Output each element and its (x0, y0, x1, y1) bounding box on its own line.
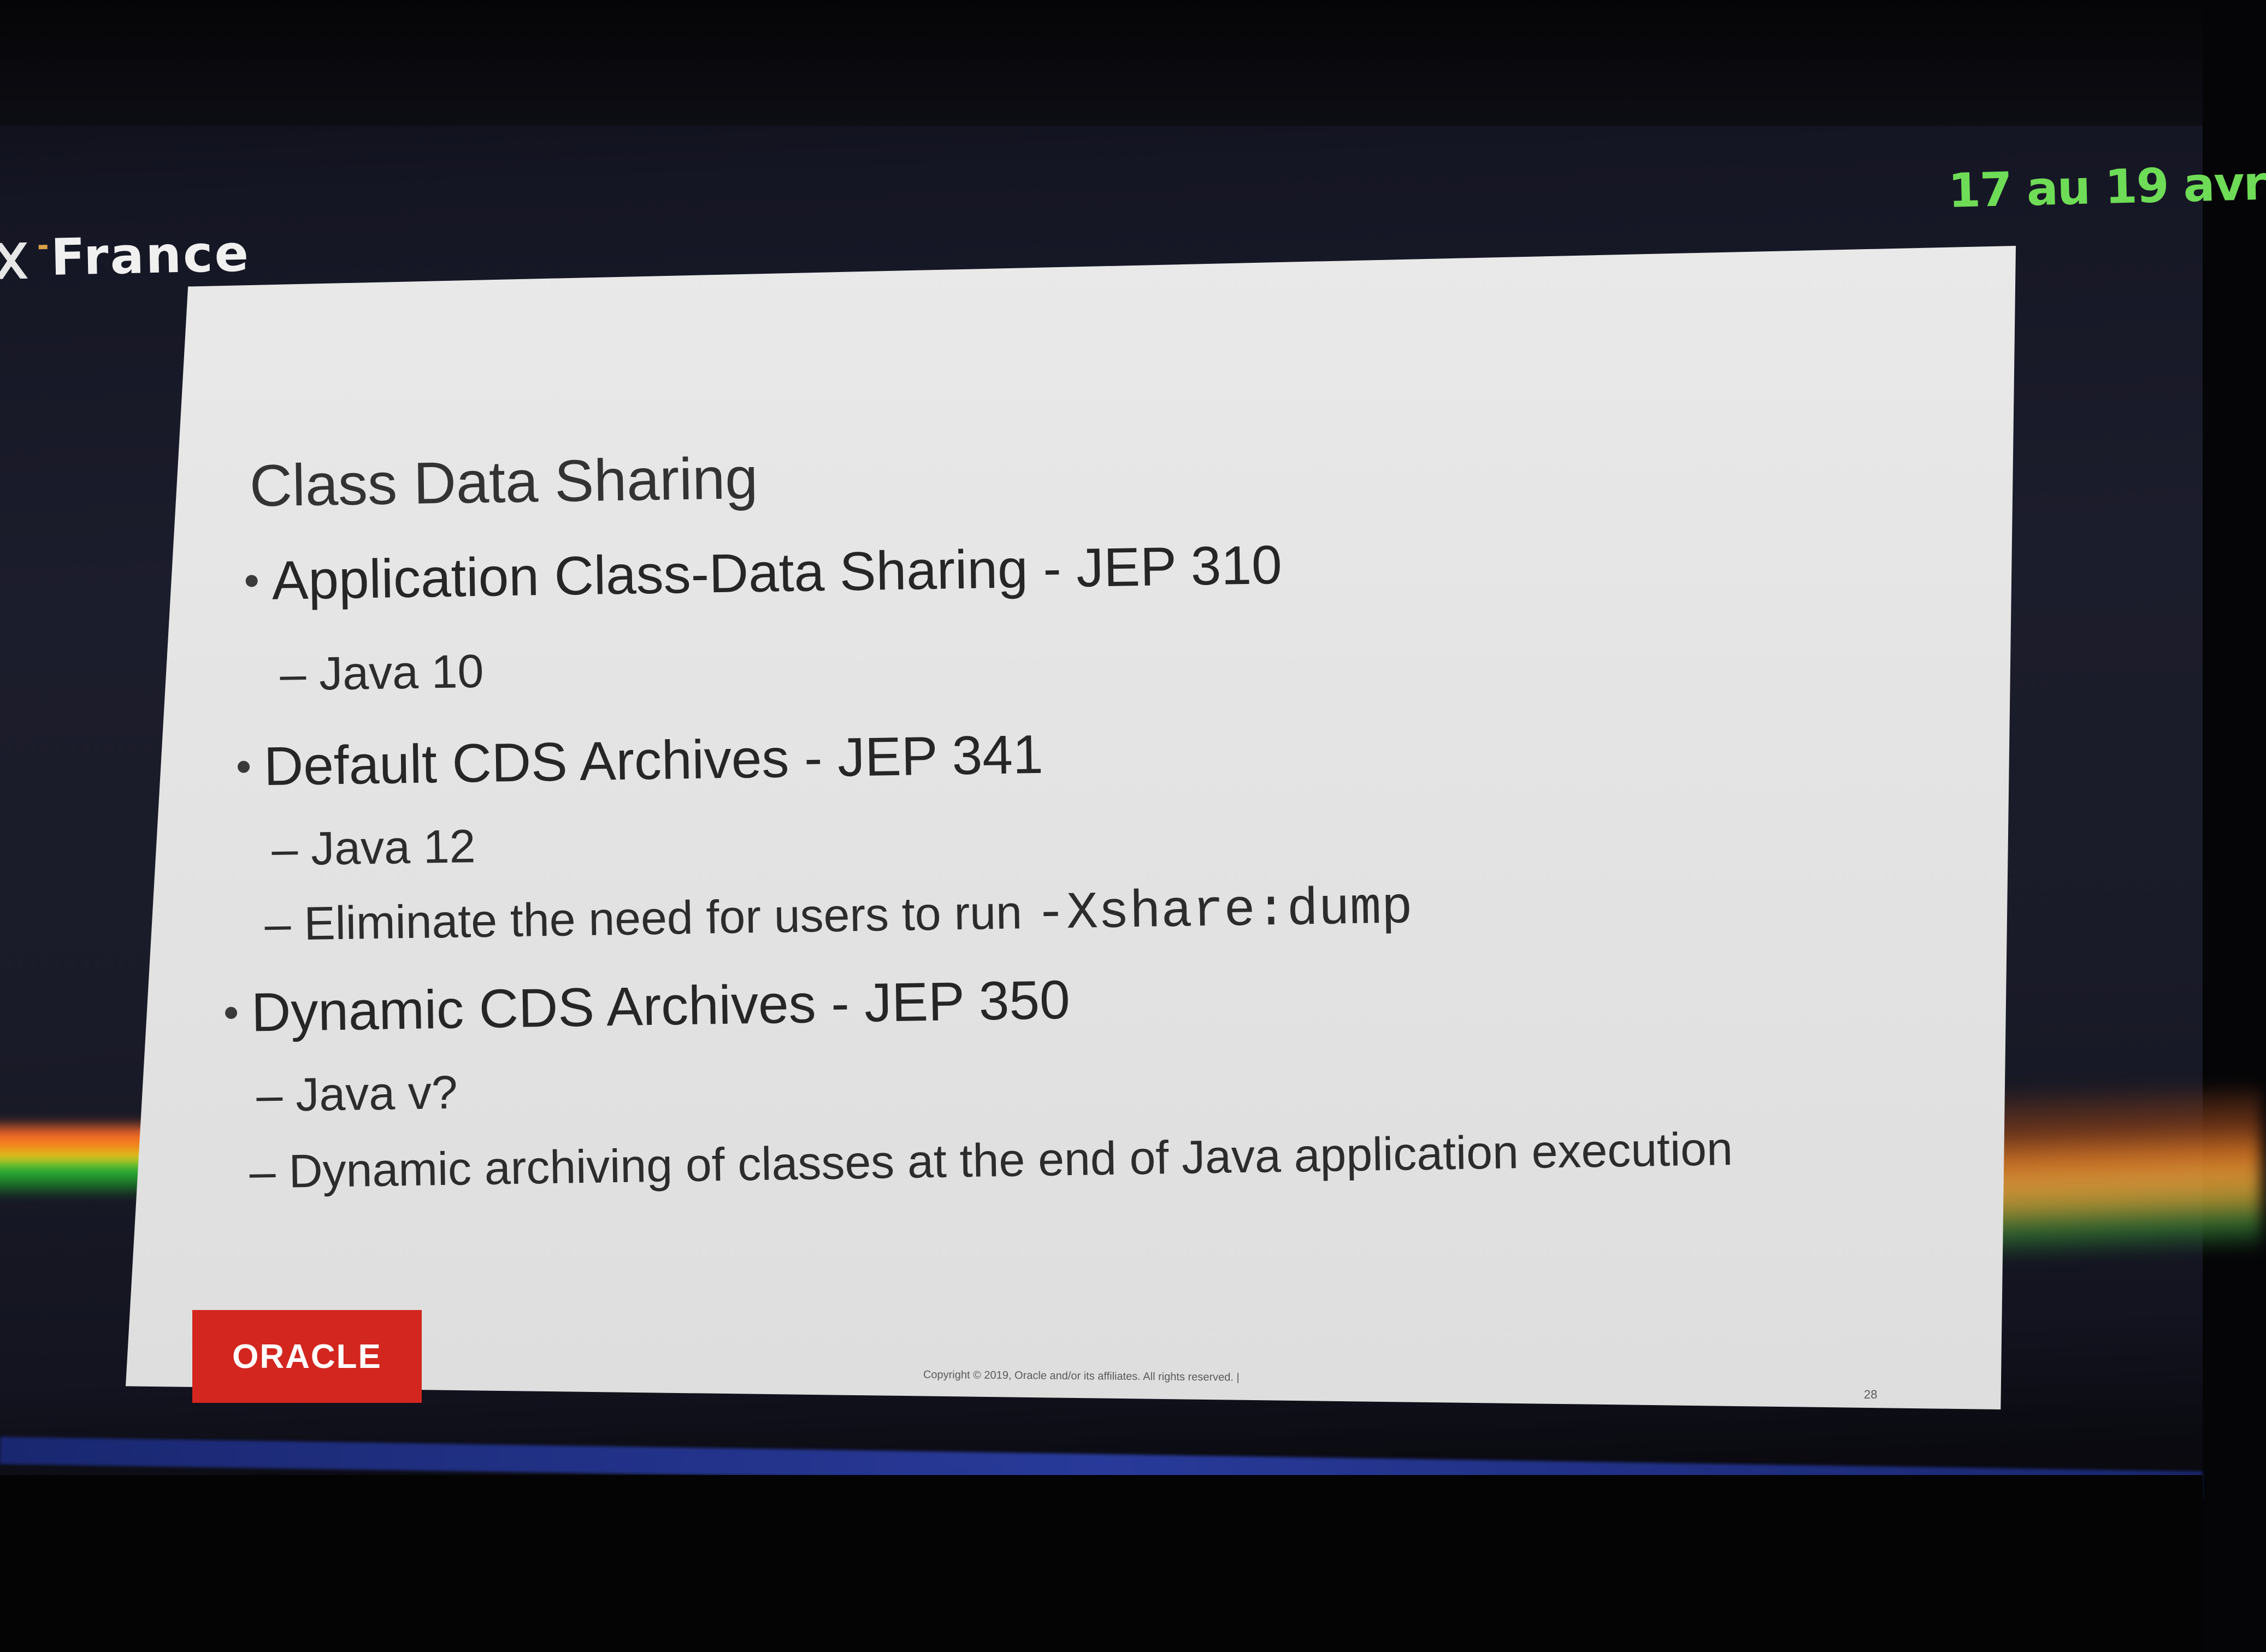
bullet-text: Application Class-Data Sharing - JEP 310 (271, 534, 1283, 611)
stage-floor (0, 1475, 2203, 1652)
ceiling-shadow (0, 0, 2203, 126)
sub-bullet-text: Java v? (295, 1066, 458, 1122)
code-snippet: -Xshare:dump (1034, 878, 1413, 944)
bullet-item: Default CDS Archives - JEP 341 (237, 723, 1043, 799)
bullet-item: Application Class-Data Sharing - JEP 310 (245, 534, 1283, 613)
slide-content: Class Data Sharing Application Class-Dat… (126, 216, 2034, 1409)
bullet-dot-icon (237, 760, 250, 773)
slide-title: Class Data Sharing (249, 444, 759, 519)
sub-bullet-item: –Eliminate the need for users to run -Xs… (264, 878, 1413, 956)
dash-icon: – (256, 1069, 284, 1122)
sub-bullet-item: –Java 10 (280, 645, 485, 702)
presentation-slide (126, 246, 2016, 1409)
sub-bullet-text: Dynamic archiving of classes at the end … (288, 1123, 1733, 1198)
oracle-logo: ORACLE (192, 1310, 422, 1403)
bullet-dot-icon (245, 574, 258, 587)
sub-bullet-item: –Dynamic archiving of classes at the end… (249, 1122, 1733, 1200)
event-logo-accent-icon (38, 244, 48, 249)
dash-icon: – (279, 647, 306, 701)
dash-icon: – (271, 823, 298, 876)
event-logo-mark-icon (0, 239, 39, 278)
sub-bullet-item: –Java v? (256, 1066, 458, 1123)
sub-bullet-item: –Java 12 (272, 819, 476, 877)
dash-icon: – (264, 898, 292, 951)
photo-scene: France 17 au 19 avr Class Data Sharing A… (0, 0, 2203, 1652)
sub-bullet-text: Java 10 (318, 645, 485, 700)
decorative-wave-right (1978, 1087, 2262, 1295)
dash-icon: – (249, 1145, 276, 1199)
event-dates: 17 au 19 avr (1948, 156, 2266, 219)
bullet-text: Default CDS Archives - JEP 341 (263, 723, 1044, 798)
oracle-logo-text: ORACLE (232, 1337, 382, 1376)
slide-page-number: 28 (1864, 1388, 1878, 1401)
bullet-dot-icon (225, 1006, 238, 1019)
bullet-text: Dynamic CDS Archives - JEP 350 (251, 969, 1071, 1043)
sub-bullet-text: Java 12 (310, 820, 476, 875)
bullet-item: Dynamic CDS Archives - JEP 350 (225, 969, 1070, 1045)
sub-bullet-text: Eliminate the need for users to run (303, 886, 1036, 951)
